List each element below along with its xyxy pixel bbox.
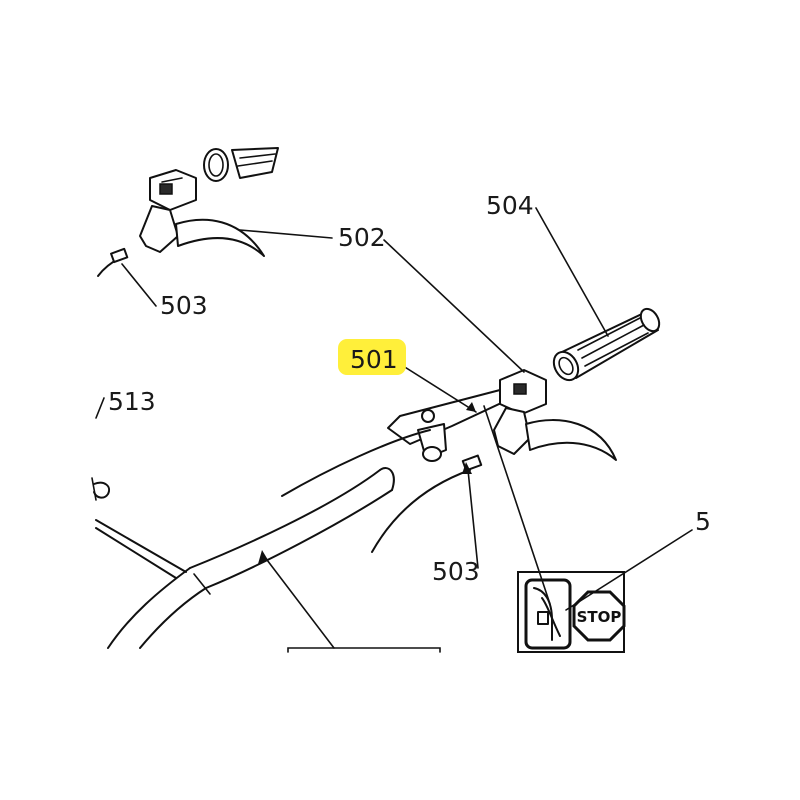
stop-sign-text: STOP [577, 608, 622, 626]
label-5-clipped: 5 [695, 507, 711, 536]
leader-lines [95, 207, 693, 649]
stop-sign-icon [572, 590, 626, 642]
label-501: 501 [350, 345, 398, 374]
center-lever-assembly [387, 369, 617, 472]
label-503-center: 503 [432, 557, 480, 586]
top-left-lever-assembly [97, 147, 279, 277]
highlight-501 [338, 339, 406, 375]
label-513: 513 [108, 387, 156, 416]
handlebar-and-cables [91, 429, 471, 653]
label-504: 504 [486, 191, 534, 220]
label-503-top: 503 [160, 291, 208, 320]
label-502: 502 [338, 223, 386, 252]
grip-504 [552, 307, 661, 382]
